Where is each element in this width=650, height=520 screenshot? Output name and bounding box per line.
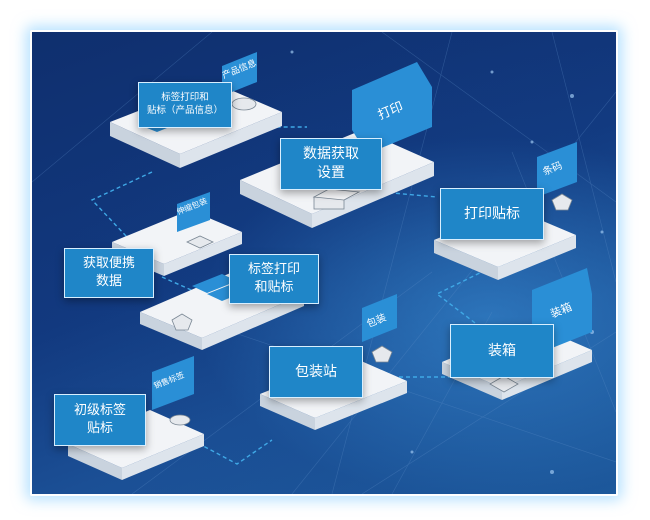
node-acquire-portable-data: 获取便携 数据: [64, 248, 154, 298]
node-label: 包装站: [295, 363, 337, 380]
connector-product-to-portable: [90, 171, 153, 238]
roll-icon: [231, 97, 257, 111]
diagram-frame: 产品信息 打印 伸缩包装 条码 包装 装箱 销售标签 标签打印和 贴标（产品信息…: [30, 30, 618, 496]
device-icon: [186, 235, 214, 249]
box-icon: [489, 375, 519, 393]
node-label: 数据获取 设置: [303, 146, 359, 181]
node-label: 初级标签 贴标: [73, 403, 126, 436]
node-label: 标签打印 和贴标: [247, 262, 300, 295]
node-label-print-product: 标签打印和 贴标（产品信息）: [138, 82, 232, 128]
connector-print-to-boxing: [435, 266, 493, 333]
node-initial-labeling: 初级标签 贴标: [54, 394, 146, 446]
box-top-icon: [312, 188, 361, 201]
node-label: 打印贴标: [464, 205, 520, 222]
node-packing-station: 包装站: [269, 346, 363, 398]
roll-icon: [169, 414, 191, 426]
node-boxing: 装箱: [450, 324, 554, 378]
pentagon-icon: [551, 193, 573, 211]
node-label: 获取便携 数据: [82, 256, 135, 289]
pentagon-icon: [171, 313, 193, 331]
node-data-acquisition-setup: 数据获取 设置: [280, 138, 382, 190]
node-print-label: 打印贴标: [440, 188, 544, 240]
node-label-print-apply: 标签打印 和贴标: [229, 254, 319, 304]
platform-packing: [260, 294, 407, 430]
connector-initial-to-packing: [191, 439, 273, 465]
device-icons: [169, 97, 573, 426]
node-label: 装箱: [488, 342, 516, 359]
node-label: 标签打印和 贴标（产品信息）: [146, 92, 223, 116]
connector-portable-to-label: [161, 276, 208, 298]
pentagon-icon: [371, 345, 393, 363]
